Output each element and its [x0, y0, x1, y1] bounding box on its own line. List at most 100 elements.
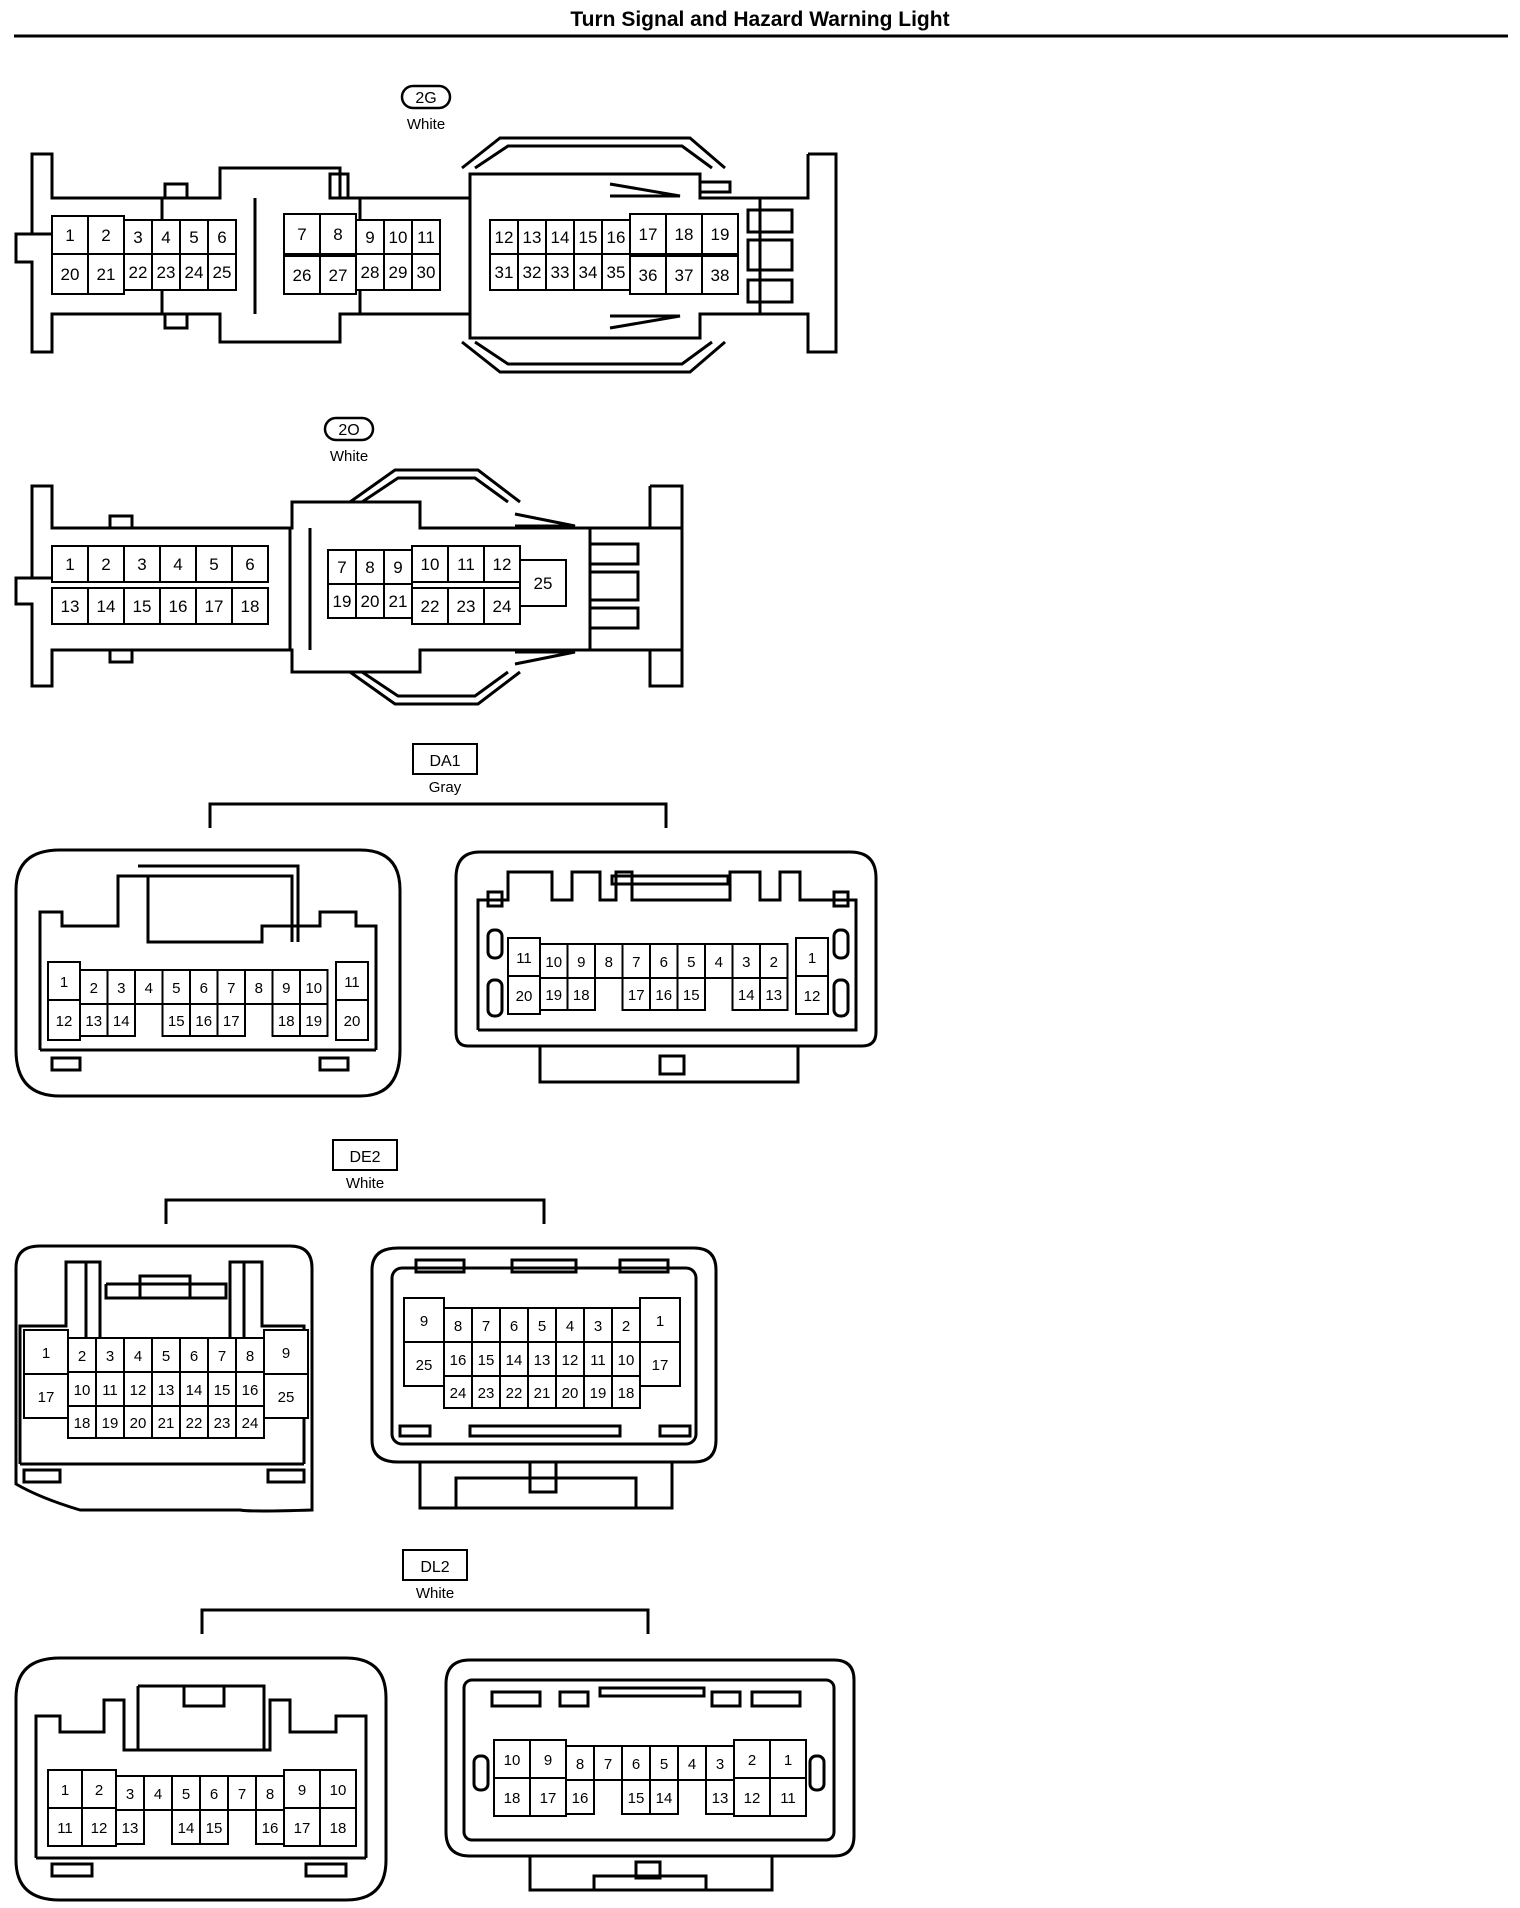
pin-label: 3 — [742, 954, 750, 971]
pin-label: 31 — [495, 263, 514, 282]
pin-label: 13 — [158, 1382, 175, 1399]
pin-cell — [639, 1297, 681, 1343]
pin-label: 25 — [534, 574, 553, 593]
pin-label: 17 — [540, 1790, 557, 1807]
pin-label: 17 — [628, 987, 645, 1004]
pin-label: 3 — [716, 1756, 724, 1773]
pin-label: 19 — [545, 987, 562, 1004]
pin-label: 18 — [504, 1790, 521, 1807]
pin-label: 3 — [594, 1318, 602, 1335]
pin-label: 8 — [333, 225, 342, 244]
pin-label: 9 — [420, 1313, 428, 1330]
pin-cell — [555, 1375, 585, 1409]
pin-label: 5 — [687, 954, 695, 971]
pin-label: 19 — [590, 1385, 607, 1402]
pin-cell — [701, 255, 739, 295]
pin-label: 18 — [241, 597, 260, 616]
pin-label: 3 — [117, 980, 125, 997]
pin-label: 18 — [573, 987, 590, 1004]
pin-label: 9 — [393, 558, 402, 577]
pin-label: 2 — [101, 555, 110, 574]
pin-cell — [676, 977, 706, 1011]
pin-cell — [123, 545, 161, 583]
pin-cell — [733, 1777, 771, 1817]
connector-DA1-right-housing — [454, 850, 878, 1084]
pin-label: 6 — [190, 1348, 198, 1365]
pin-label: 16 — [450, 1352, 467, 1369]
pin-label: 12 — [744, 1790, 761, 1807]
connector-DL2-bracket — [200, 1608, 650, 1634]
connector-DL2-code: DL2 — [420, 1559, 449, 1576]
pin-cell — [207, 1371, 237, 1407]
pin-label: 11 — [57, 1820, 73, 1837]
pin-cell — [255, 1809, 285, 1845]
pin-label: 14 — [97, 597, 116, 616]
pin-cell — [115, 1809, 145, 1845]
pin-label: 4 — [715, 954, 723, 971]
connector-2G-code-box — [400, 84, 452, 110]
pin-label: 14 — [656, 1790, 673, 1807]
pin-label: 9 — [577, 954, 585, 971]
pin-label: 19 — [711, 225, 730, 244]
pin-label: 5 — [189, 228, 198, 247]
pin-label: 20 — [516, 988, 533, 1005]
pin-cell — [23, 1373, 69, 1419]
pin-label: 2 — [622, 1318, 630, 1335]
pin-label: 10 — [330, 1782, 347, 1799]
pin-label: 4 — [134, 1348, 142, 1365]
connector-DE2-code-box — [332, 1139, 398, 1171]
connector-2G: 2G White — [14, 84, 838, 374]
pin-label: 5 — [182, 1786, 190, 1803]
pin-label: 18 — [618, 1385, 635, 1402]
pin-label: 16 — [655, 987, 672, 1004]
pin-label: 11 — [516, 950, 532, 967]
connector-2G-color: White — [407, 116, 445, 133]
pin-label: 4 — [173, 555, 182, 574]
pin-label: 7 — [227, 980, 235, 997]
pin-label: 21 — [389, 592, 408, 611]
pin-cell — [383, 253, 413, 291]
pin-label: 22 — [506, 1385, 523, 1402]
pin-label: 7 — [297, 225, 306, 244]
pin-label: 15 — [579, 228, 598, 247]
connector-2G-housing — [14, 136, 838, 374]
pin-label: 25 — [416, 1357, 433, 1374]
pin-label: 37 — [675, 266, 694, 285]
pin-cell — [207, 219, 237, 255]
pin-cell — [649, 1745, 679, 1781]
connector-2G-code: 2G — [415, 90, 436, 107]
pin-cell — [199, 1775, 229, 1811]
pin-label: 14 — [551, 228, 570, 247]
pin-cell — [244, 969, 274, 1005]
connector-2O-code: 2O — [338, 422, 359, 439]
pin-cell — [159, 545, 197, 583]
pin-label: 11 — [417, 228, 435, 247]
pin-label: 11 — [344, 974, 360, 991]
pin-label: 6 — [245, 555, 254, 574]
pin-cell — [81, 1769, 117, 1809]
pin-cell — [123, 253, 153, 291]
pin-label: 3 — [137, 555, 146, 574]
pin-label: 12 — [130, 1382, 147, 1399]
connector-DE2-code: DE2 — [349, 1149, 380, 1166]
pin-label: 12 — [495, 228, 514, 247]
pin-label: 16 — [262, 1820, 279, 1837]
pin-label: 12 — [493, 555, 512, 574]
pin-label: 18 — [278, 1013, 295, 1030]
pin-cell — [67, 1337, 97, 1373]
pin-cell — [123, 1405, 153, 1439]
pin-label: 2 — [101, 226, 110, 245]
pin-label: 11 — [102, 1382, 118, 1399]
pin-label: 6 — [510, 1318, 518, 1335]
pin-label: 34 — [579, 263, 598, 282]
pin-label: 23 — [157, 263, 176, 282]
pin-label: 5 — [660, 1756, 668, 1773]
pin-label: 10 — [74, 1382, 91, 1399]
pin-cell — [355, 583, 385, 619]
pin-label: 23 — [214, 1415, 231, 1432]
pin-label: 27 — [329, 266, 348, 285]
pin-label: 5 — [172, 980, 180, 997]
